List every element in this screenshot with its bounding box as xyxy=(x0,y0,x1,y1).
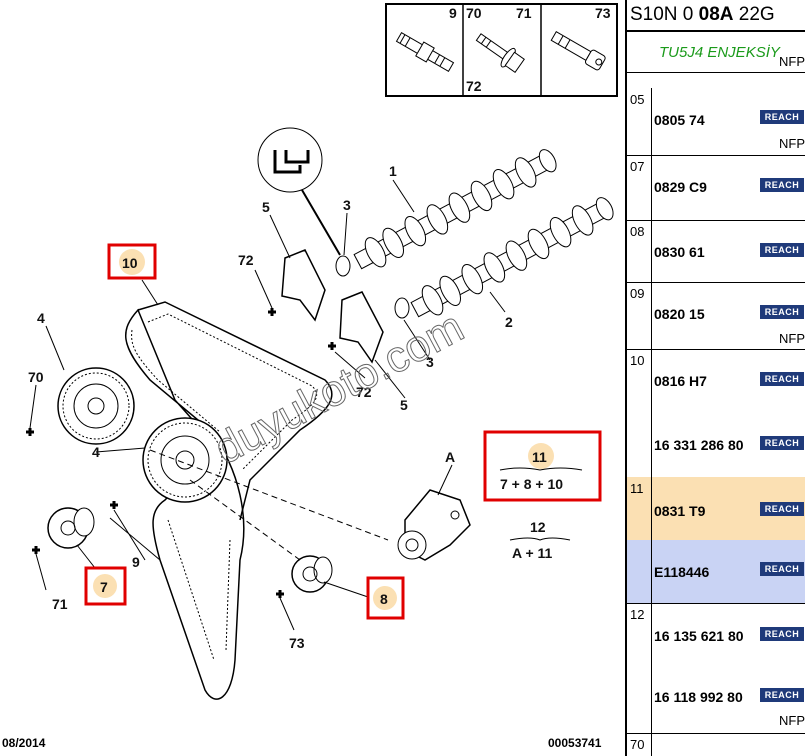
part-ref[interactable]: 0820 15 xyxy=(654,306,705,322)
part-ref[interactable]: 0829 C9 xyxy=(654,179,707,195)
idler-roller xyxy=(291,555,333,593)
reach-badge: REACH xyxy=(760,305,804,319)
callout-12-composition: A + 11 xyxy=(512,545,553,561)
oil-seal-lower xyxy=(394,297,410,319)
callout-3-upper: 3 xyxy=(343,197,351,213)
callout-71: 71 xyxy=(52,596,68,612)
seal-detail-icon xyxy=(257,127,341,256)
stud-icon xyxy=(395,31,455,73)
nfp-tag: NFP xyxy=(779,54,805,69)
svg-text:11: 11 xyxy=(532,449,547,465)
camshaft-sprocket xyxy=(57,367,135,445)
camshaft-2 xyxy=(410,197,614,318)
bolt-markers xyxy=(26,308,336,598)
parts-list-panel: S10N 0 08A 22G TU5J4 ENJEKSİY NFP 05 080… xyxy=(625,0,805,756)
socket-screw-icon xyxy=(550,30,606,71)
reach-badge: REACH xyxy=(760,502,804,516)
part-row-11-alt[interactable]: E118446 REACH xyxy=(627,540,805,604)
reach-badge: REACH xyxy=(760,627,804,641)
nfp-tag: NFP xyxy=(779,713,805,728)
callout-72-inset: 72 xyxy=(466,78,482,94)
panel-header: S10N 0 08A 22G xyxy=(627,0,805,32)
part-row-70[interactable]: 70 xyxy=(627,733,805,756)
callout-2: 2 xyxy=(505,314,513,330)
hub-plate-upper xyxy=(281,249,326,322)
engine-subtitle: TU5J4 ENJEKSİY xyxy=(659,44,780,61)
part-row-09[interactable]: 09 0820 15 REACH NFP xyxy=(627,282,805,350)
part-ref[interactable]: 0805 74 xyxy=(654,112,705,128)
timing-belt xyxy=(125,301,333,700)
watermark: duyukoto.com xyxy=(207,302,472,474)
nfp-tag: NFP xyxy=(779,136,805,151)
callout-9-inset: 9 xyxy=(449,5,457,21)
leader-lines xyxy=(29,179,506,631)
exploded-parts-diagram: 9 70 71 73 72 xyxy=(26,3,618,700)
crankshaft-sprocket xyxy=(142,417,228,503)
reach-badge: REACH xyxy=(760,688,804,702)
part-ref[interactable]: 0816 H7 xyxy=(654,373,707,389)
callout-11-composition: 7 + 8 + 10 xyxy=(500,476,563,492)
nfp-tag: NFP xyxy=(779,331,805,346)
callout-5-lower: 5 xyxy=(400,397,408,413)
part-row-11[interactable]: 11 0831 T9 REACH xyxy=(627,477,805,541)
callout-A: A xyxy=(445,449,455,465)
callout-1: 1 xyxy=(389,163,397,179)
part-ref[interactable]: 16 118 992 80 xyxy=(654,689,743,705)
footer-code: 00053741 xyxy=(548,736,602,750)
water-pump xyxy=(397,489,471,561)
reach-badge: REACH xyxy=(760,110,804,124)
fastener-inset: 9 70 71 73 72 xyxy=(385,3,618,97)
reach-badge: REACH xyxy=(760,243,804,257)
callout-73: 73 xyxy=(289,635,305,651)
part-ref[interactable]: 0831 T9 xyxy=(654,503,706,519)
hub-plate-lower xyxy=(339,291,384,364)
highlight-11: 11 7 + 8 + 10 xyxy=(483,430,602,502)
svg-text:8: 8 xyxy=(380,591,388,607)
oil-seal-upper xyxy=(335,255,351,277)
assembly-12-label: 12 A + 11 xyxy=(509,519,571,561)
svg-text:10: 10 xyxy=(122,255,138,271)
callout-72-upper: 72 xyxy=(238,252,254,268)
part-ref[interactable]: E118446 xyxy=(654,564,710,580)
footer-date: 08/2014 xyxy=(2,736,46,750)
callout-3-lower: 3 xyxy=(426,354,434,370)
part-row-07[interactable]: 07 0829 C9 REACH xyxy=(627,155,805,221)
callout-71-inset: 71 xyxy=(516,5,532,21)
callout-9: 9 xyxy=(132,554,140,570)
part-ref[interactable]: 16 331 286 80 xyxy=(654,437,744,453)
callout-70-inset: 70 xyxy=(466,5,482,21)
camshaft-1 xyxy=(353,149,557,270)
flange-bolt-icon xyxy=(475,33,525,74)
highlight-10: 10 xyxy=(107,243,157,280)
callout-5-upper: 5 xyxy=(262,199,270,215)
tensioner-roller xyxy=(47,507,95,549)
part-row-08[interactable]: 08 0830 61 REACH xyxy=(627,220,805,283)
callout-12: 12 xyxy=(530,519,546,535)
part-row-05[interactable]: 05 0805 74 REACH NFP xyxy=(627,88,805,156)
panel-subtitle-row: TU5J4 ENJEKSİY NFP xyxy=(627,32,805,73)
reach-badge: REACH xyxy=(760,178,804,192)
reach-badge: REACH xyxy=(760,436,804,450)
part-ref[interactable]: 16 135 621 80 xyxy=(654,628,744,644)
part-ref[interactable]: 0830 61 xyxy=(654,244,705,260)
reach-badge: REACH xyxy=(760,562,804,576)
callout-4-upper: 4 xyxy=(37,310,45,326)
callout-70: 70 xyxy=(28,369,44,385)
svg-text:7: 7 xyxy=(100,579,108,595)
highlight-8: 8 xyxy=(366,576,405,620)
reach-badge: REACH xyxy=(760,372,804,386)
callout-73-inset: 73 xyxy=(595,5,611,21)
callout-72-lower: 72 xyxy=(356,384,372,400)
part-row-12[interactable]: 12 16 135 621 80 REACH 16 118 992 80 REA… xyxy=(627,603,805,734)
callout-4-lower: 4 xyxy=(92,444,100,460)
part-row-10[interactable]: 10 0816 H7 REACH 16 331 286 80 REACH xyxy=(627,349,805,478)
highlight-7: 7 xyxy=(84,566,127,606)
